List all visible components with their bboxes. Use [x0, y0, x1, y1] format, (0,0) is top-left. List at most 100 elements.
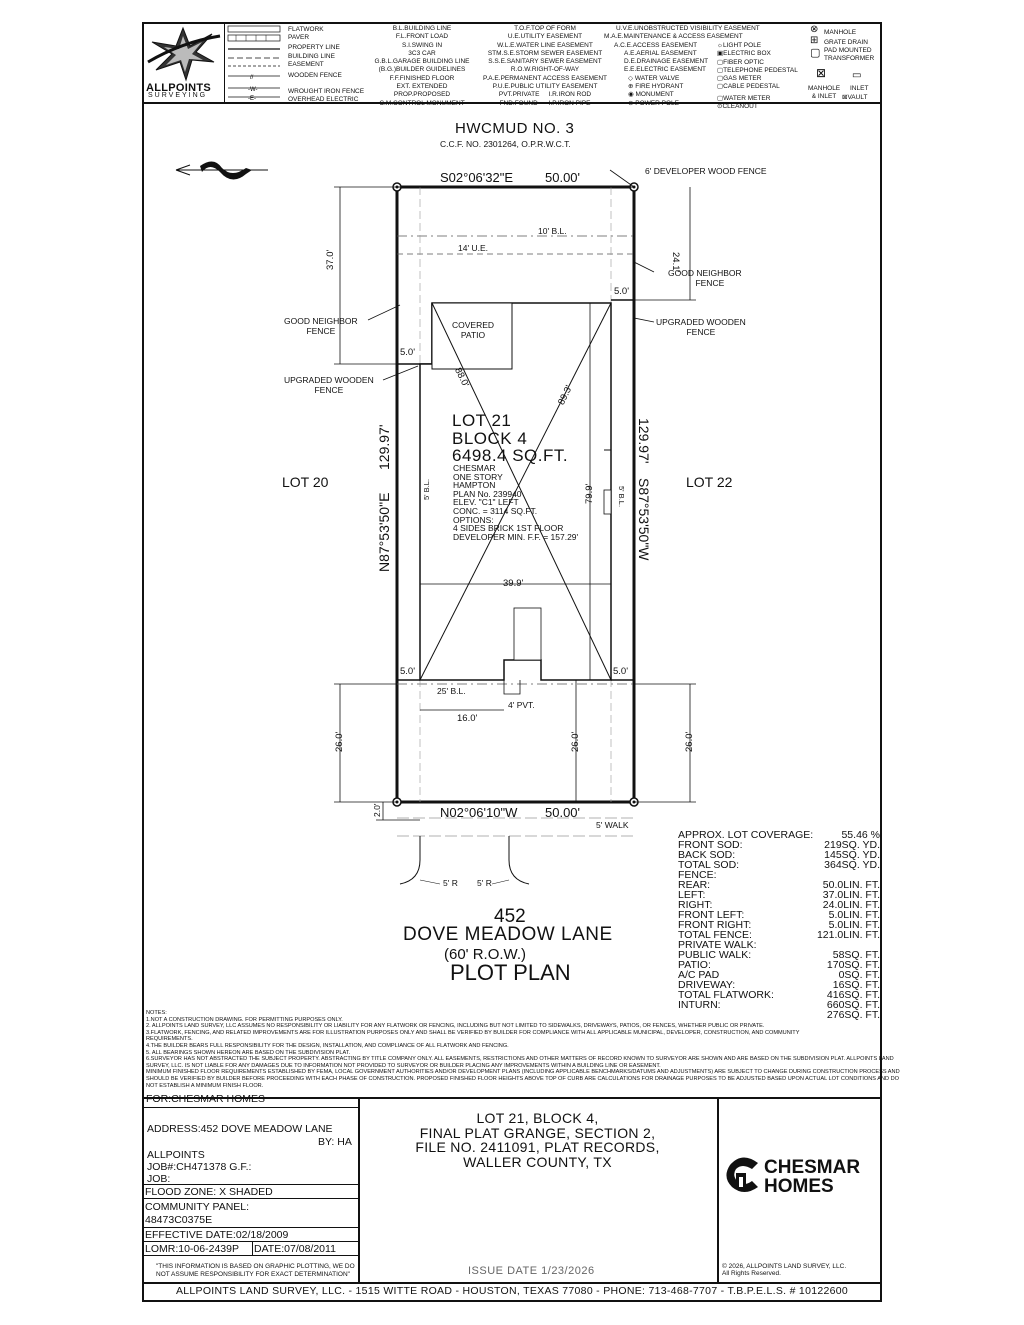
stat-row: PUBLIC WALK:58SQ. FT. [678, 949, 880, 961]
note-line: MINIMUM FINISHED FLOOR REQUIREMENTS ESTA… [146, 1069, 900, 1076]
legend-item-label: MONUMENT [635, 91, 674, 99]
legend-item: P.U.E.PUBLIC UTILITY EASEMENT [492, 83, 598, 91]
stat-label: APPROX. LOT COVERAGE: [678, 829, 814, 841]
star-logo-icon [147, 26, 221, 82]
legend-item: (B.G.)BUILDER GUIDELINES [378, 66, 466, 74]
legal-line: LOT 21, BLOCK 4, [476, 1110, 599, 1126]
monument-icon: ◉ [628, 91, 634, 99]
legend-item: S.S.E.SANITARY SEWER EASEMENT [488, 58, 602, 66]
stat-label: FRONT SOD: [678, 839, 743, 851]
brand-1: CHESMAR [764, 1157, 861, 1178]
dim-26-right: 26.0' [684, 731, 695, 752]
legend-ir: I.R.IRON ROD [548, 91, 592, 99]
tb-address: ADDRESS:452 DOVE MEADOW LANE [147, 1123, 333, 1135]
stat-row: FENCE: [678, 870, 880, 881]
stat-value: 5.0LIN. FT. [828, 909, 880, 921]
legend-item-label: ⊠VAULT [842, 94, 867, 102]
legend-item-label: MANHOLE [824, 29, 857, 36]
house-note: CONC. = 3114 SQ.FT. [453, 505, 538, 516]
legend-item: U.V.E.UNOBSTRUCTED VISIBILITY EASEMENT [616, 25, 760, 32]
address-number: 452 [494, 906, 526, 927]
stat-label: FRONT LEFT: [678, 909, 745, 921]
water-valve-icon: ◇ [628, 74, 633, 82]
stat-value: 121.0LIN. FT. [816, 929, 880, 941]
tb-legal: LOT 21, BLOCK 4, FINAL PLAT GRANGE, SECT… [358, 1111, 717, 1169]
stat-label: INTURN: [678, 999, 721, 1011]
legend-item: FLATWORK [288, 26, 324, 33]
stat-label: PUBLIC WALK: [678, 949, 752, 961]
stats-body: APPROX. LOT COVERAGE:55.46 %FRONT SOD:21… [678, 829, 880, 1021]
legend-col4: U.V.E.UNOBSTRUCTED VISIBILITY EASEMENT M… [604, 25, 760, 108]
walk-label: 5' WALK [596, 820, 629, 830]
north-owner-ref: C.C.F. NO. 2301264, O.P.R.W.C.T. [440, 139, 571, 149]
legend-header: ALLPOINTS SURVEYING // -W- -E- FLATWORK … [142, 22, 882, 110]
legend-item: FND.FOUND I.P.IRON PIPE [480, 100, 610, 108]
stat-value: 0SQ. FT. [838, 969, 880, 981]
stat-row: PATIO:170SQ. FT. [678, 960, 880, 971]
driveway-curb [508, 836, 530, 885]
legend-item: PVT.PRIVATE I.R.IRON ROD [480, 91, 610, 99]
label-line: COVERED [452, 320, 495, 330]
legend-item: ⊘ POWER POLE [604, 100, 760, 108]
south-dist: 50.00' [545, 805, 581, 820]
dim-16: 16.0' [457, 713, 478, 724]
plot-plan-sheet [142, 22, 882, 1302]
house-note: HAMPTON [453, 480, 496, 491]
legend-item: OVERHEAD ELECTRIC [288, 96, 359, 104]
note-line: 3.FLATWORK, FENCING, AND RELATED IMPROVE… [146, 1029, 800, 1036]
stat-value: 364SQ. YD. [824, 859, 880, 871]
west-dist: 129.97' [376, 424, 392, 471]
tb-flood-zone: FLOOD ZONE: X SHADED [145, 1186, 273, 1198]
note-line: 5. ALL BEARINGS SHOWN HEREON ARE BASED O… [146, 1049, 351, 1056]
private-walk [503, 680, 521, 695]
stat-row: INTURN:660SQ. FT. [678, 999, 880, 1011]
stat-row: FRONT RIGHT:5.0LIN. FT. [678, 919, 880, 931]
stat-label: TOTAL SOD: [678, 859, 740, 871]
plot-plan-title: PLOT PLAN [450, 960, 571, 985]
chesmar-logo: CHESMAR HOMES [722, 1155, 882, 1205]
logo-word1: ALLPOINTS [146, 82, 212, 94]
legend-col2: B.L.BUILDING LINE F.L.FRONT LOAD S.I.SWI… [372, 25, 472, 108]
legend-item-label: CABLE PEDESTAL [723, 83, 780, 91]
legend-item-label: TELEPHONE PEDESTAL [723, 66, 798, 74]
north-owner: HWCMUD NO. 3 [455, 120, 575, 137]
stat-label: LEFT: [678, 889, 706, 901]
tb-disclaimer-2: NOT ASSUME RESPONSIBILITY FOR EXACT DETE… [156, 1271, 350, 1278]
brand-2: HOMES [764, 1176, 834, 1197]
stat-value: 416SQ. FT. [826, 989, 880, 1001]
dimension-lines [334, 186, 696, 821]
stat-row: BACK SOD:145SQ. YD. [678, 850, 880, 861]
legal-line: FILE NO. 2411091, PLAT RECORDS, [415, 1139, 660, 1155]
inlet-icon: ▭ [852, 70, 862, 81]
stat-value: 50.0LIN. FT. [822, 879, 880, 891]
legend-col3: T.O.F.TOP OF FORM U.E.UTILITY EASEMENT W… [480, 25, 610, 108]
house-note: PLAN No. 239940 [453, 488, 522, 499]
legend-item-label: FIRE HYDRANT [635, 83, 684, 91]
stat-value: 55.46 % [841, 829, 880, 841]
lot-22-label: LOT 22 [686, 474, 733, 490]
leader-lines [367, 169, 655, 381]
note-line: 4.THE BUILDER BEARS FULL RESPONSIBILITY … [146, 1042, 509, 1049]
south-bearing: N02°06'10"W [440, 805, 518, 820]
stat-label: DRIVEWAY: [678, 979, 736, 991]
cleanout-icon: ⊙ [717, 103, 723, 111]
stat-label: PRIVATE WALK: [678, 939, 757, 951]
legend-item-label: CLEANOUT [722, 103, 758, 111]
legend-item: F.L.FRONT LOAD [395, 33, 449, 41]
stat-row: 276SQ. FT. [678, 1010, 880, 1021]
transformer-icon: ▢ [810, 47, 821, 59]
tb-copyright-2: All Rights Reserved. [722, 1270, 781, 1277]
note-line: NOT ESTABLISH A MINIMUM FINISH FLOOR. [146, 1082, 264, 1089]
label-line: FENCE [686, 327, 716, 337]
tb-copyright-1: © 2026, ALLPOINTS LAND SURVEY, LLC. [722, 1263, 847, 1270]
stat-value: 5.0LIN. FT. [828, 919, 880, 931]
front-walk [513, 607, 542, 661]
grate-drain-icon: ⊞ [810, 35, 819, 46]
house-bump [603, 489, 612, 515]
general-notes: NOTES: 1.NOT A CONSTRUCTION DRAWING. FOR… [146, 1010, 900, 1089]
dim-5-right-front: 5.0' [613, 666, 629, 677]
label-line: PATIO [460, 330, 486, 340]
house-note: DEVELOPER MIN. F.F. = 157.29' [453, 531, 579, 542]
